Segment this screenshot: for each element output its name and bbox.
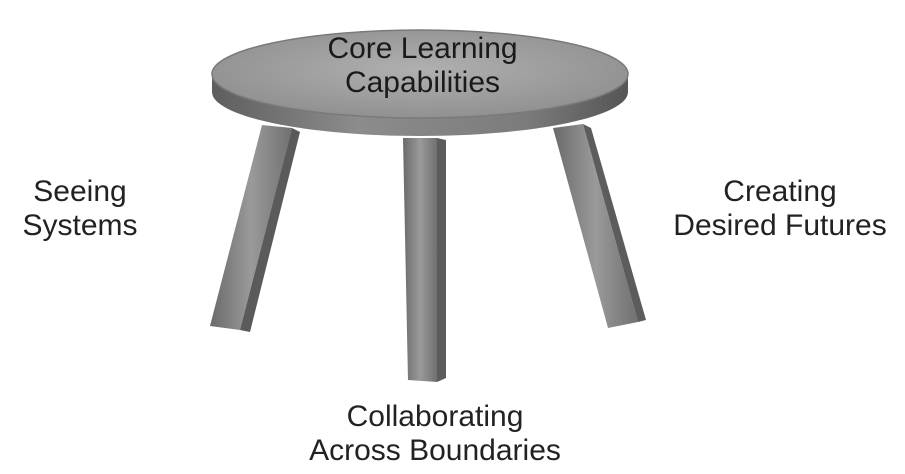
right-leg <box>553 124 646 328</box>
left-leg-label-line-1: Seeing <box>33 175 127 208</box>
seat-label-line-1: Core Learning <box>327 32 518 65</box>
seat-label: Core Learning Capabilities <box>305 32 540 100</box>
seat-top <box>211 29 629 119</box>
right-leg-label-line-2: Desired Futures <box>673 209 887 242</box>
right-leg-label-line-1: Creating <box>723 175 837 208</box>
left-leg-label-line-2: Systems <box>22 209 138 242</box>
seat-label-line-2: Capabilities <box>344 66 501 99</box>
center-leg <box>403 138 446 382</box>
bottom-leg-label-line-1: Collaborating <box>346 400 524 433</box>
left-leg <box>210 125 300 332</box>
bottom-leg-label: Collaborating Across Boundaries <box>280 400 590 468</box>
left-leg-label: Seeing Systems <box>10 175 150 243</box>
bottom-leg-label-line-2: Across Boundaries <box>309 434 561 467</box>
right-leg-label: Creating Desired Futures <box>660 175 900 243</box>
